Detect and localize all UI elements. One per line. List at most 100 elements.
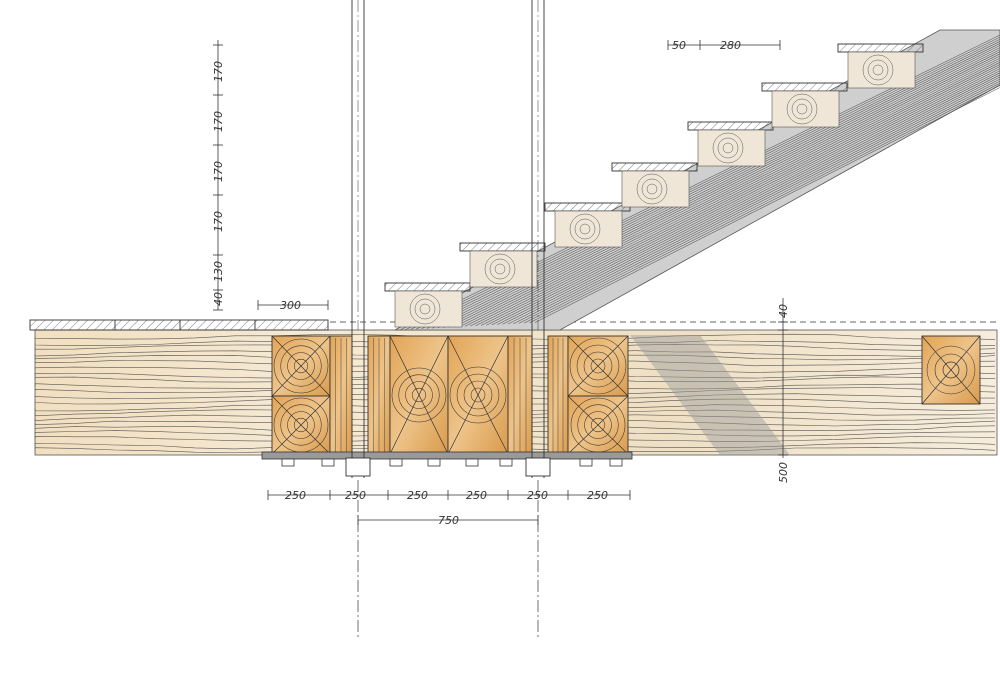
bolt-nut [281,458,295,467]
riser-ring [579,223,591,235]
growth-ring [590,417,606,433]
bolt-nut [609,458,623,467]
bolt-nut [579,458,593,467]
stair-grain-line [464,59,1000,327]
stair-tread [611,162,698,172]
stair-grain-line [453,55,1000,328]
bolt-nut [427,458,441,467]
dim-bottom-1: 250 [285,489,306,502]
growth-ring [391,367,447,423]
dim-rise-4: 170 [212,211,225,232]
riser-ring [414,298,436,320]
dim-rise-3: 170 [212,161,225,182]
block-cross [389,335,449,455]
bolt-nut [321,458,335,467]
riser-ring [636,173,668,205]
growth-ring [287,352,315,380]
riser-ring [796,103,808,115]
growth-ring [405,381,433,409]
riser-ring [872,64,884,76]
growth-ring [287,411,315,439]
stair-grain-line [459,57,1000,327]
riser-ring [641,178,663,200]
dim-bottom-5: 250 [527,489,548,502]
growth-ring [280,404,322,446]
growth-ring [584,411,612,439]
riser-ring [862,54,894,86]
timber-block-right [921,335,981,405]
riser-ring [786,93,818,125]
stair-grain-line [497,72,1000,325]
riser-ring [574,218,596,240]
stair-riser [621,170,690,208]
dim-top-130: 130 [212,261,225,282]
stair-riser [469,250,538,288]
growth-ring [569,337,627,395]
dim-beam-500: 500 [777,462,790,483]
dim-bottom-6: 250 [587,489,608,502]
stair-grain-line [513,78,1000,324]
growth-ring [273,338,329,394]
growth-ring [463,380,493,410]
stair-grain-line [486,68,1000,326]
dim-plank-300: 300 [280,299,301,312]
stair-grain-line [480,66,1000,326]
dim-rise-2: 170 [212,111,225,132]
stair-riser [771,90,840,128]
stair-grain-line [502,74,1000,325]
dim-top-40: 40 [212,292,225,306]
growth-ring [456,373,500,417]
riser-ring [489,258,511,280]
block-cross [271,335,331,397]
stair-tread [544,202,631,212]
growth-ring [583,351,613,381]
dim-deck-40: 40 [777,304,790,318]
stair-tread [687,121,774,131]
stair-treads [384,43,924,328]
riser-ring [419,303,431,315]
growth-ring [470,387,486,403]
block-cross [447,335,509,455]
block-cross [567,335,629,397]
stair-tread [384,282,471,292]
dim-going-50: 50 [672,39,686,52]
growth-ring [293,358,309,374]
riser-ring [569,213,601,245]
stair-riser [697,129,766,167]
growth-ring [590,358,606,374]
stair-grain-line [448,53,1000,328]
stair-grain-line [491,70,1000,326]
riser-ring [646,183,658,195]
riser-ring [494,263,506,275]
dim-stair-going [667,40,781,50]
growth-ring [293,417,309,433]
stair-tread [761,82,848,92]
stair-riser [394,290,463,328]
stair-grain-line [507,76,1000,325]
stair-tread [837,43,924,53]
stair-shadow [630,335,790,455]
bolt-nut [389,458,403,467]
growth-ring [576,344,620,388]
growth-ring [280,345,322,387]
riser-ring [712,132,744,164]
stair-grain-line [475,64,1000,327]
dim-tread-280: 280 [720,39,741,52]
stair-grain-line [534,87,1000,323]
stair-grain-line [470,62,1000,327]
stair-grain-line [518,80,1000,324]
growth-ring [577,404,619,446]
timber-blocks [271,335,629,455]
dim-right-vertical [778,298,788,458]
dim-rises [213,40,223,311]
stair-riser [847,51,916,89]
dim-span-750: 750 [438,514,459,527]
growth-ring [449,366,507,424]
riser-ring [717,137,739,159]
growth-ring [411,387,427,403]
block-cross [567,395,629,455]
dim-rise-1: 170 [212,61,225,82]
dim-plank [257,300,329,310]
stair-riser [554,210,623,248]
